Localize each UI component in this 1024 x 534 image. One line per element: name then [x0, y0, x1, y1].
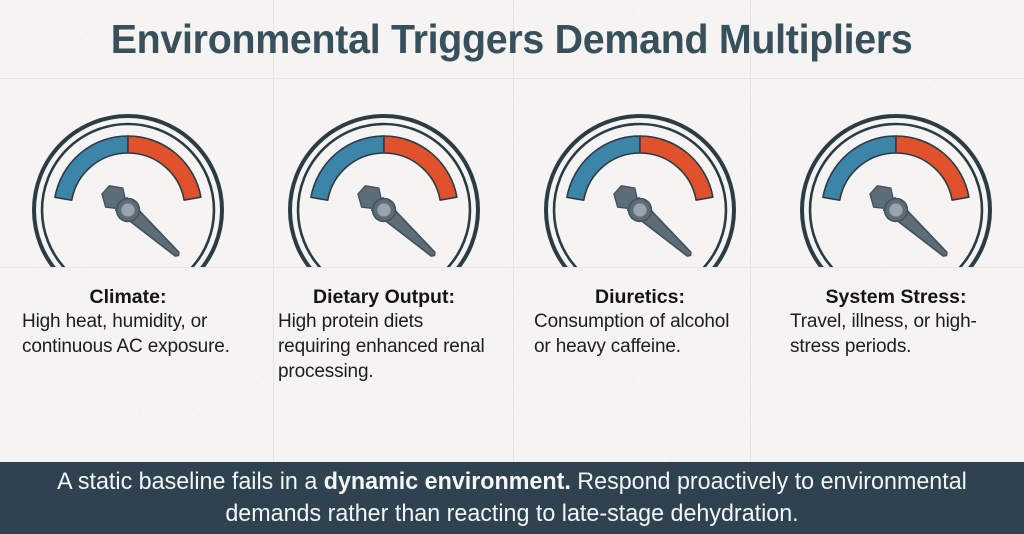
- grid-line-vertical-3: [750, 0, 751, 462]
- trigger-heading: System Stress:: [825, 286, 967, 308]
- gauge-dial-icon: [288, 114, 480, 267]
- gauge-container: [0, 78, 256, 267]
- title-band: Environmental Triggers Demand Multiplier…: [0, 0, 1024, 78]
- footer-emphasis: dynamic environment.: [323, 468, 571, 496]
- trigger-heading: Diuretics:: [595, 286, 685, 308]
- trigger-heading: Climate:: [89, 286, 167, 308]
- trigger-body: Consumption of alcohol or heavy caffeine…: [534, 311, 730, 358]
- page-title: Environmental Triggers Demand Multiplier…: [111, 15, 913, 62]
- trigger-body: Travel, illness, or high-stress periods.: [790, 311, 977, 358]
- trigger-body: High heat, humidity, or continuous AC ex…: [22, 311, 230, 358]
- trigger-heading: Dietary Output:: [313, 286, 455, 308]
- gauge-container: [768, 78, 1024, 267]
- grid-line-horizontal-top: [0, 78, 1024, 79]
- trigger-column-climate: Climate: High heat, humidity, or continu…: [0, 78, 256, 462]
- trigger-caption: System Stress: Travel, illness, or high-…: [790, 285, 1002, 360]
- footer-tail: Respond proactively to environmental dem…: [225, 468, 967, 527]
- gauge-dial-icon: [32, 114, 224, 267]
- grid-line-vertical-2: [513, 0, 514, 462]
- trigger-caption: Diuretics: Consumption of alcohol or hea…: [534, 285, 746, 360]
- trigger-columns: Climate: High heat, humidity, or continu…: [0, 78, 1024, 462]
- gauge-dial-icon: [800, 114, 992, 267]
- gauge-dial-icon: [544, 114, 736, 267]
- gauge-container: [256, 78, 512, 267]
- trigger-column-system-stress: System Stress: Travel, illness, or high-…: [768, 78, 1024, 462]
- trigger-body: High protein diets requiring enhanced re…: [278, 311, 485, 382]
- footer-message: A static baseline fails in a dynamic env…: [48, 466, 975, 530]
- footer-lead: A static baseline fails in a: [57, 468, 324, 496]
- trigger-caption: Climate: High heat, humidity, or continu…: [22, 285, 234, 360]
- trigger-column-diuretics: Diuretics: Consumption of alcohol or hea…: [512, 78, 768, 462]
- grid-line-vertical-1: [273, 0, 274, 462]
- grid-line-horizontal-mid: [0, 267, 1024, 268]
- gauge-container: [512, 78, 768, 267]
- footer-banner: A static baseline fails in a dynamic env…: [0, 462, 1024, 534]
- trigger-caption: Dietary Output: High protein diets requi…: [278, 285, 490, 384]
- trigger-column-dietary-output: Dietary Output: High protein diets requi…: [256, 78, 512, 462]
